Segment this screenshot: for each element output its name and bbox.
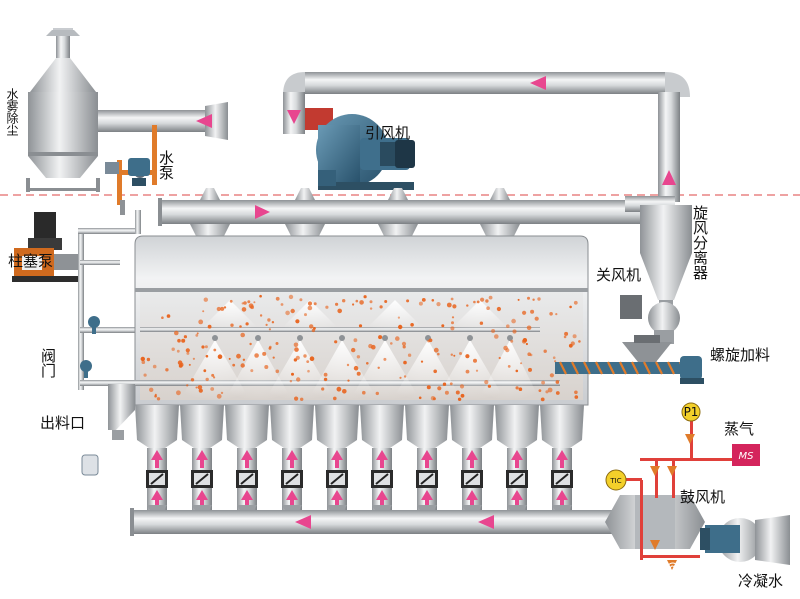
hopper-10 [540, 405, 584, 516]
hot-air-manifold [130, 508, 627, 536]
flow-arrow-manifold-1 [295, 515, 311, 529]
flow-arrow-down [287, 110, 301, 124]
hopper-3 [225, 405, 269, 516]
hopper-arrow-3 [241, 450, 253, 508]
blower-label: 鼓风机 [680, 488, 725, 506]
blower [700, 515, 790, 565]
screw-feeder [555, 335, 704, 384]
valve-upper [88, 316, 100, 334]
hopper-arrow-9 [511, 450, 523, 508]
cyclone-label: 旋风分离器 [691, 205, 709, 280]
rotary-valve-label: 关风机 [596, 266, 641, 284]
valve-lower [80, 360, 92, 378]
hopper-arrow-2 [196, 450, 208, 508]
hopper-arrow-5 [331, 450, 343, 508]
hopper-6 [360, 405, 404, 516]
steam-lines [622, 420, 733, 570]
hopper-arrow-6 [376, 450, 388, 508]
hopper-4 [270, 405, 314, 516]
water-pump-label: 水泵 [157, 150, 175, 180]
air-distribution-hoppers [135, 405, 584, 516]
hopper-9 [495, 405, 539, 516]
ms-tag: MS [739, 451, 755, 462]
p1-tag: P1 [684, 405, 699, 419]
valve-label: 阀门 [39, 348, 57, 379]
hopper-7 [405, 405, 449, 516]
steam-label: 蒸气 [724, 420, 754, 438]
plunger-pump-label: 柱塞泵 [8, 252, 53, 270]
hopper-1 [135, 405, 179, 516]
material-particles [140, 294, 581, 402]
exhaust-header-duct [158, 198, 650, 226]
induced-fan-label: 引风机 [365, 124, 410, 142]
water-mist-scrubber [26, 28, 100, 192]
temperature-controller-tic: TIC [605, 469, 627, 491]
hopper-arrow-1 [151, 450, 163, 508]
ms-steam-box: MS [732, 444, 760, 466]
outlet-label: 出料口 [40, 414, 85, 432]
flow-arrow-header [255, 205, 270, 219]
hopper-8 [450, 405, 494, 516]
flow-arrow-scrubber [196, 114, 212, 128]
cyclone-separator [625, 196, 692, 310]
plunger-pump [12, 212, 82, 282]
nozzles [212, 335, 513, 341]
sample-jar [81, 454, 99, 476]
water-pump [128, 158, 150, 186]
flow-arrow-up-cyclone [662, 170, 676, 185]
hopper-5 [315, 405, 359, 516]
hopper-arrow-7 [421, 450, 433, 508]
scrubber-label: 水雾除尘 [5, 88, 19, 136]
discharge-outlet [108, 384, 135, 440]
hopper-arrow-10 [556, 450, 568, 508]
condensate-label: 冷凝水 [738, 572, 783, 590]
hopper-arrow-8 [466, 450, 478, 508]
flow-arrow-top [530, 76, 546, 90]
hopper-2 [180, 405, 224, 516]
induced-draft-fan [305, 108, 415, 190]
scrubber-inlet-duct [98, 102, 228, 140]
spray-cones [180, 300, 540, 400]
watermark: @风暖云商 [666, 561, 731, 576]
hopper-arrow-4 [286, 450, 298, 508]
screw-feeder-label: 螺旋加料 [710, 346, 770, 364]
top-return-duct [283, 72, 690, 202]
pressure-gauge-p1: P1 [681, 402, 701, 422]
tic-tag: TIC [609, 477, 621, 485]
flow-arrow-manifold-2 [478, 515, 494, 529]
vertical-label-scrubber: 水雾除尘 [5, 88, 19, 136]
